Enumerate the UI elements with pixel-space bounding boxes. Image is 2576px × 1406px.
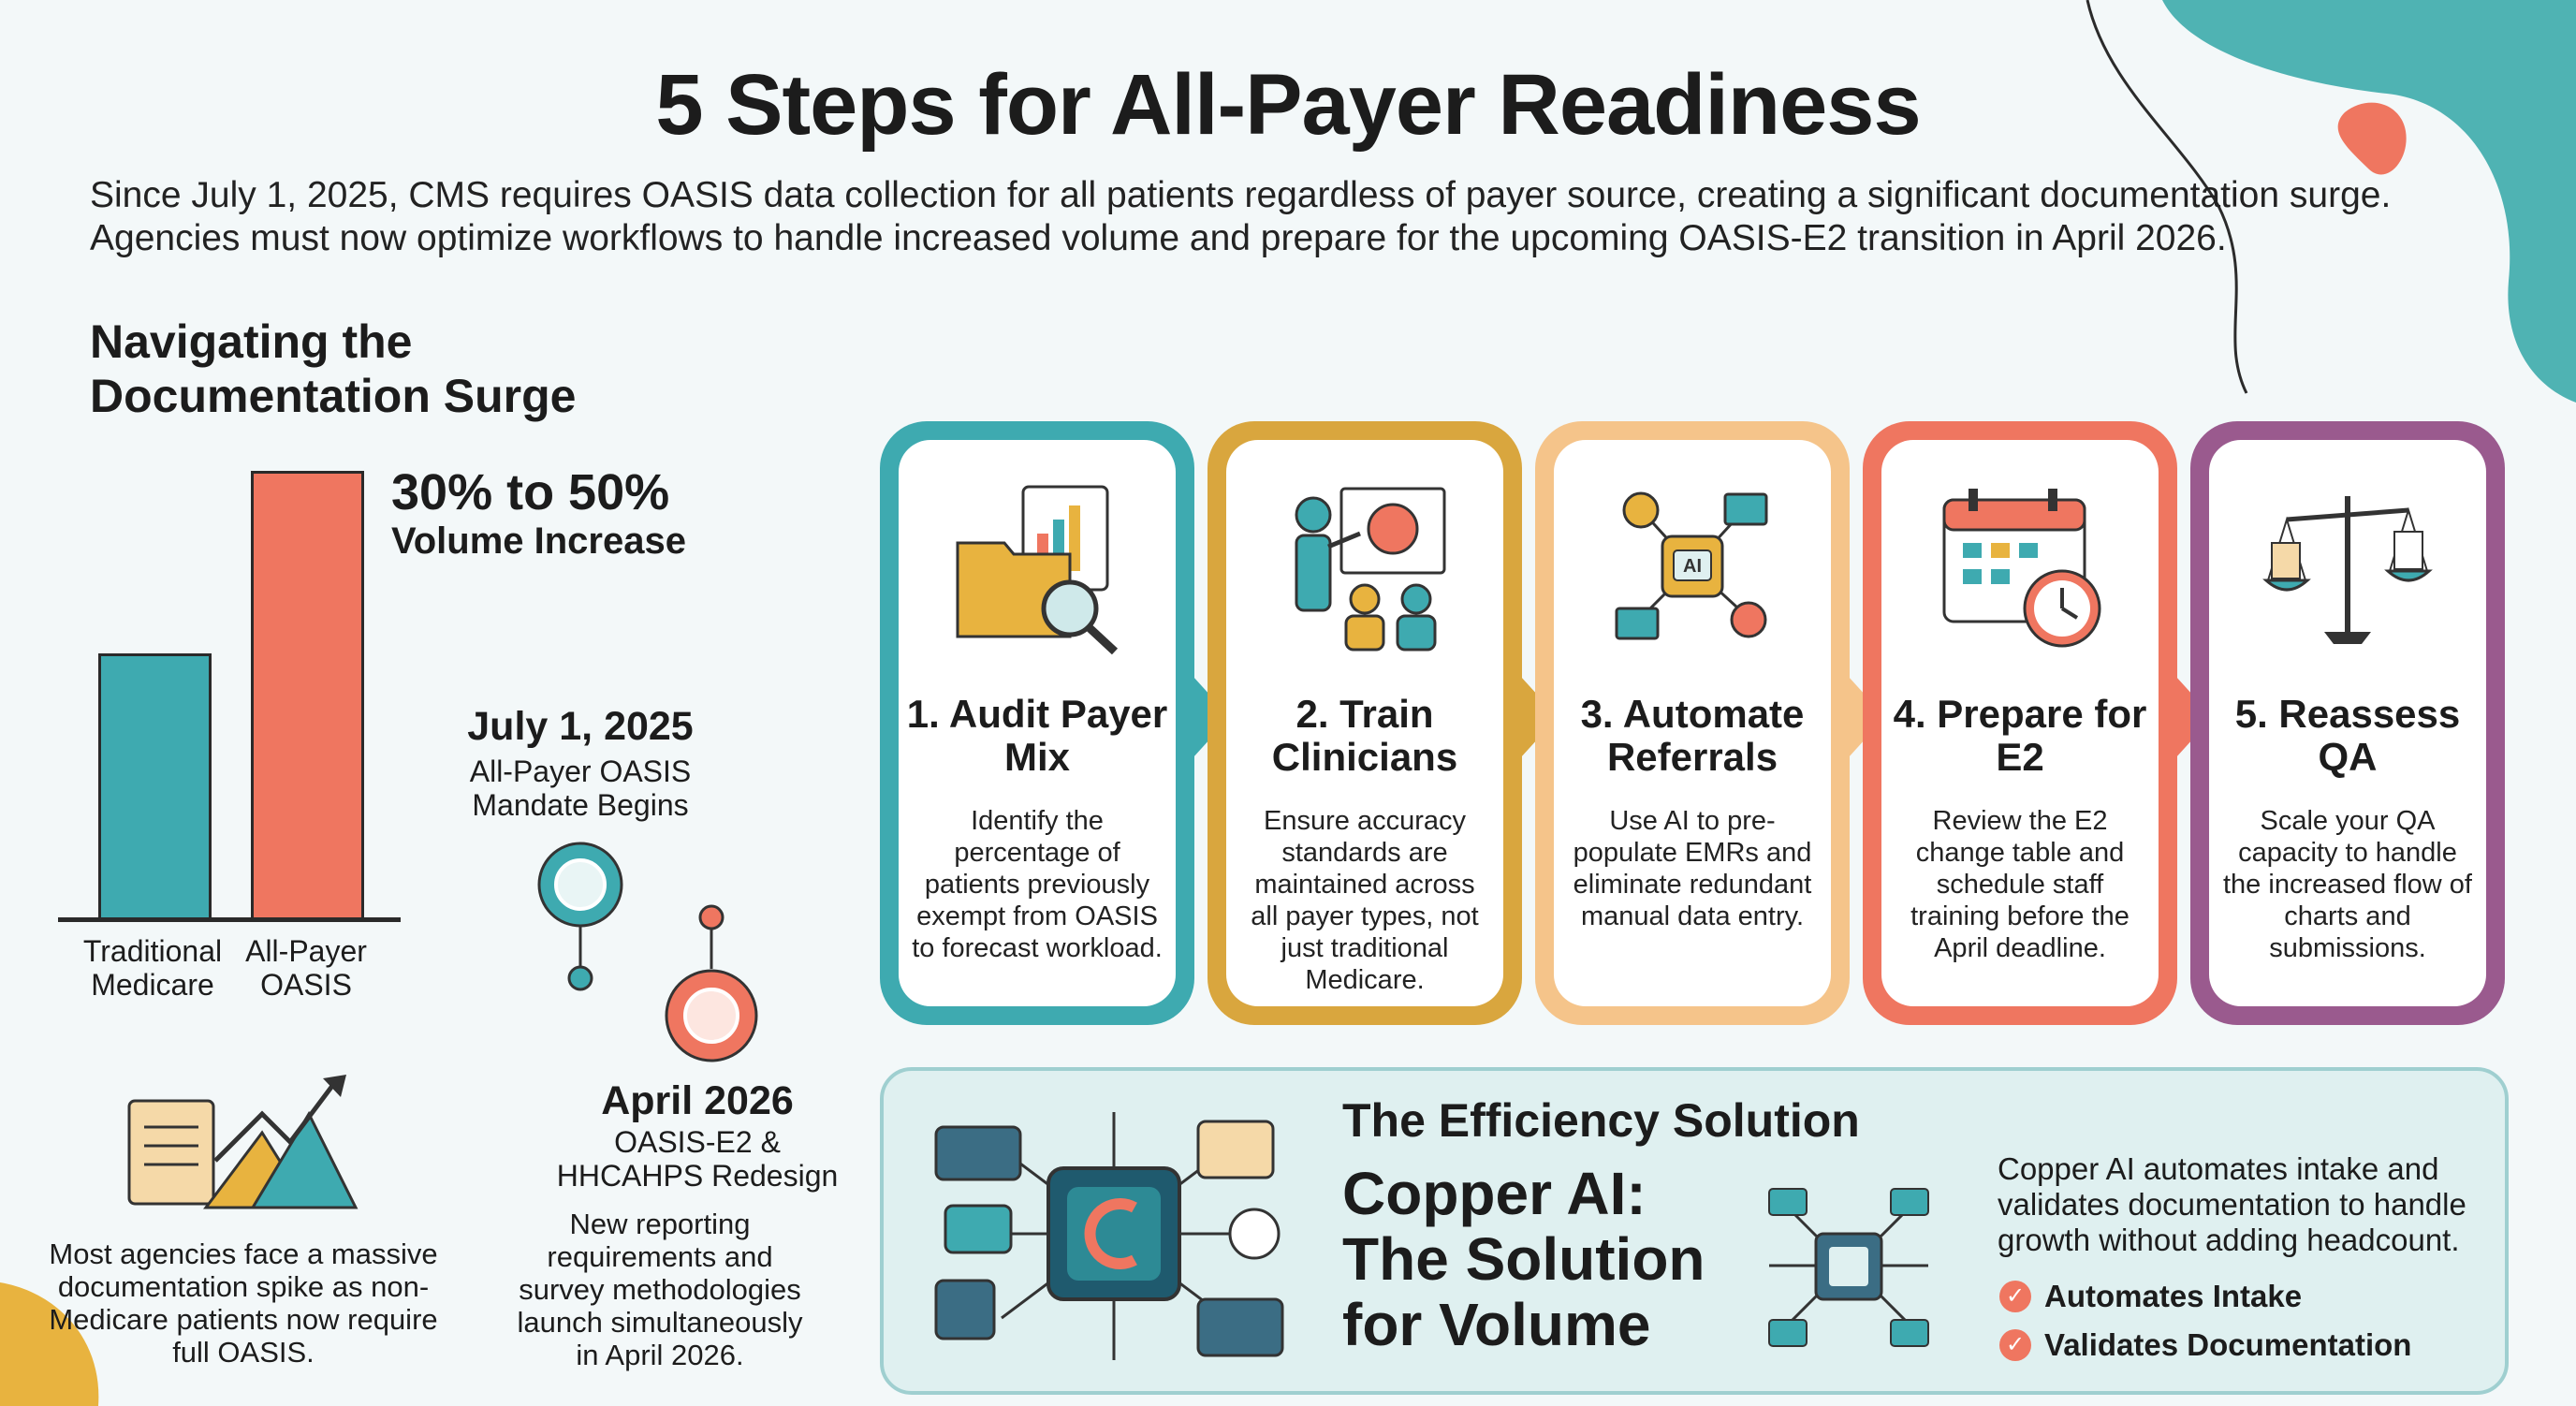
bar-traditional-medicare [98, 653, 212, 921]
timeline-nodes-icon [537, 842, 758, 1062]
decorative-blob-bottom-left [0, 1282, 99, 1406]
svg-text:AI: AI [1683, 556, 1702, 577]
decorative-blob-top-right [2086, 0, 2576, 403]
intro-paragraph: Since July 1, 2025, CMS requires OASIS d… [90, 175, 2392, 258]
check-icon: ✓ [1999, 1329, 2031, 1361]
copper-ai-description: Copper AI automates intake and validates… [1998, 1151, 2466, 1257]
step-4-title: 4. Prepare for E2 [1893, 692, 2147, 779]
milestone-2-date: April 2026 [601, 1078, 794, 1123]
step-5-body: Scale your QA capacity to handle the inc… [2223, 806, 2472, 963]
circuit-chip-icon [1768, 1188, 1929, 1347]
step-card-4: 4. Prepare for E2 Review the E2 change t… [1863, 421, 2177, 1025]
efficiency-heading: The Efficiency Solution [1342, 1094, 1860, 1147]
step-4-body: Review the E2 change table and schedule … [1910, 806, 2130, 963]
copper-chip-hub-icon [934, 1112, 1284, 1360]
folder-magnifier-icon [956, 485, 1119, 655]
copper-ai-title: Copper AI: The Solution for Volume [1342, 1160, 1705, 1358]
milestone-2-desc: OASIS-E2 & HHCAHPS Redesign [556, 1125, 839, 1193]
step-card-3: AI 3. Automate Referrals Use AI to pre-p… [1535, 421, 1850, 1025]
calendar-clock-icon [1942, 489, 2101, 648]
ai-network-icon: AI [1615, 491, 1768, 640]
bar-all-payer-oasis [251, 471, 364, 921]
milestone-2-body: New reporting requirements and survey me… [517, 1208, 803, 1371]
step-3-body: Use AI to pre-populate EMRs and eliminat… [1573, 806, 1812, 931]
page-title: 5 Steps for All-Payer Readiness [655, 57, 1921, 153]
step-card-5: 5. Reassess QA Scale your QA capacity to… [2190, 421, 2505, 1025]
feature-automates-intake: Automates Intake [2044, 1279, 2303, 1313]
step-1-body: Identify the percentage of patients prev… [912, 806, 1163, 963]
bar-label-all-payer: All-Payer OASIS [245, 934, 367, 1002]
milestone-1-date: July 1, 2025 [467, 704, 694, 749]
spike-text: Most agencies face a massive documentati… [49, 1238, 438, 1369]
step-2-body: Ensure accuracy standards are maintained… [1251, 806, 1479, 995]
step-card-1: 1. Audit Payer Mix Identify the percenta… [880, 421, 1194, 1025]
trainer-presentation-icon [1295, 487, 1446, 652]
step-3-title: 3. Automate Referrals [1580, 692, 1805, 779]
volume-increase-value: 30% to 50% [391, 464, 670, 520]
feature-validates-documentation: Validates Documentation [2044, 1327, 2412, 1362]
volume-increase-label: Volume Increase [391, 520, 686, 562]
check-icon: ✓ [1999, 1281, 2031, 1312]
step-2-title: 2. Train Clinicians [1271, 692, 1458, 779]
milestone-1-desc: All-Payer OASIS Mandate Begins [469, 754, 692, 822]
step-card-2: 2. Train Clinicians Ensure accuracy stan… [1208, 421, 1522, 1025]
bar-label-traditional: Traditional Medicare [82, 934, 223, 1002]
step-1-title: 1. Audit Payer Mix [906, 692, 1168, 779]
chart-baseline [58, 917, 401, 922]
surge-heading: Navigating the Documentation Surge [90, 315, 577, 422]
step-5-title: 5. Reassess QA [2234, 692, 2461, 779]
documents-growth-chart-icon [127, 1075, 359, 1209]
balance-scale-icon [2262, 496, 2433, 644]
